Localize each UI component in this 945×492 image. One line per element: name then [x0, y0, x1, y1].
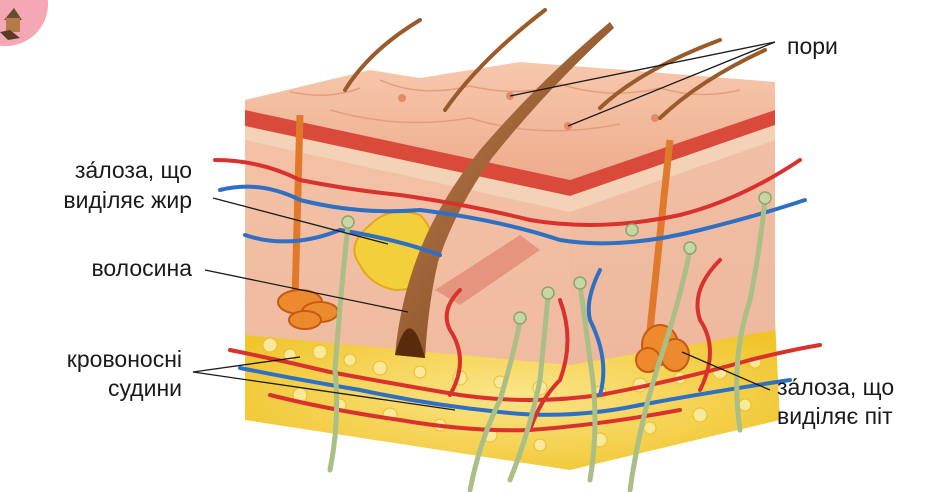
label-blood-vessels-line1: кровоносні — [0, 345, 182, 373]
pore — [398, 94, 406, 102]
label-blood-vessels-line2: судини — [0, 374, 182, 402]
label-sebaceous-gland-line2: виділяє жир — [0, 186, 192, 214]
label-sebaceous-gland-line1: за́лоза, що — [0, 156, 192, 184]
label-sweat-gland-line2: виділяє піт — [777, 402, 893, 430]
label-sweat-gland-line1: за́лоза, що — [777, 373, 894, 401]
label-hair: волосина — [0, 254, 192, 282]
pore — [651, 114, 659, 122]
label-pores: пори — [787, 32, 838, 60]
mascot-icon — [0, 0, 48, 46]
